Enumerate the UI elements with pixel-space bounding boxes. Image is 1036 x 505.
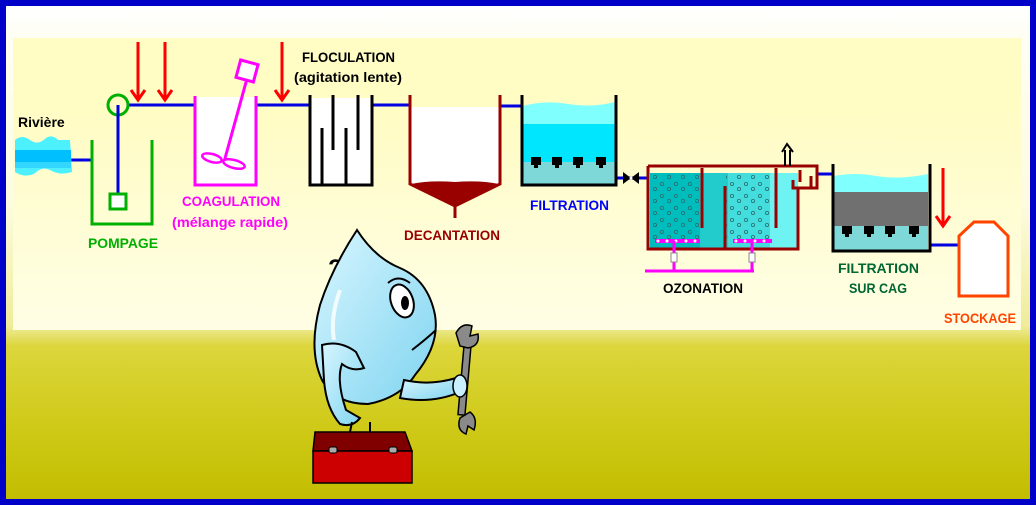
sand-filter-icon <box>520 95 639 187</box>
label-decantation: DECANTATION <box>404 227 500 243</box>
ozone-diffusers <box>645 239 772 273</box>
label-floculation: FLOCULATION <box>302 49 395 65</box>
label-coagulation-sub: (mélange rapide) <box>172 214 288 230</box>
wrench-icon <box>455 324 480 436</box>
pipes <box>70 103 958 247</box>
filter-nozzles <box>531 157 606 168</box>
label-filtration-cag-sub: SUR CAG <box>849 280 907 296</box>
reagent-arrow-icon <box>273 42 291 103</box>
filter-nozzles <box>842 226 919 237</box>
stage-labels: Rivière POMPAGE COAGULATION (mélange rap… <box>18 49 1016 326</box>
ozone-contactor-icon <box>645 142 819 273</box>
settling-tank-icon <box>408 95 502 218</box>
label-pompage: POMPAGE <box>88 235 158 251</box>
reagent-arrow-icon <box>129 42 147 103</box>
activated-carbon-filter-icon <box>831 164 932 253</box>
gas-vent-arrow-icon <box>781 142 794 166</box>
label-filtration-cag: FILTRATION <box>838 260 919 276</box>
rapid-mixer-tank-icon <box>193 58 260 187</box>
hand <box>452 374 468 398</box>
label-stockage: STOCKAGE <box>944 310 1016 326</box>
storage-reservoir-icon <box>957 220 1010 298</box>
river-water-icon <box>15 136 72 176</box>
reagent-arrows <box>129 42 952 229</box>
valve-icon <box>623 172 639 184</box>
pump-tank-icon <box>90 93 154 226</box>
label-filtration: FILTRATION <box>530 197 609 213</box>
label-floculation-sub: (agitation lente) <box>294 69 402 85</box>
reagent-arrow-icon <box>156 42 174 103</box>
water-drop-mascot: ? <box>312 228 480 484</box>
toolbox-icon <box>312 421 414 484</box>
label-ozonation: OZONATION <box>663 280 743 296</box>
baffled-flocculator-icon <box>308 95 374 187</box>
reagent-arrow-icon <box>934 168 952 229</box>
label-riviere: Rivière <box>18 114 65 130</box>
label-coagulation: COAGULATION <box>182 193 280 209</box>
